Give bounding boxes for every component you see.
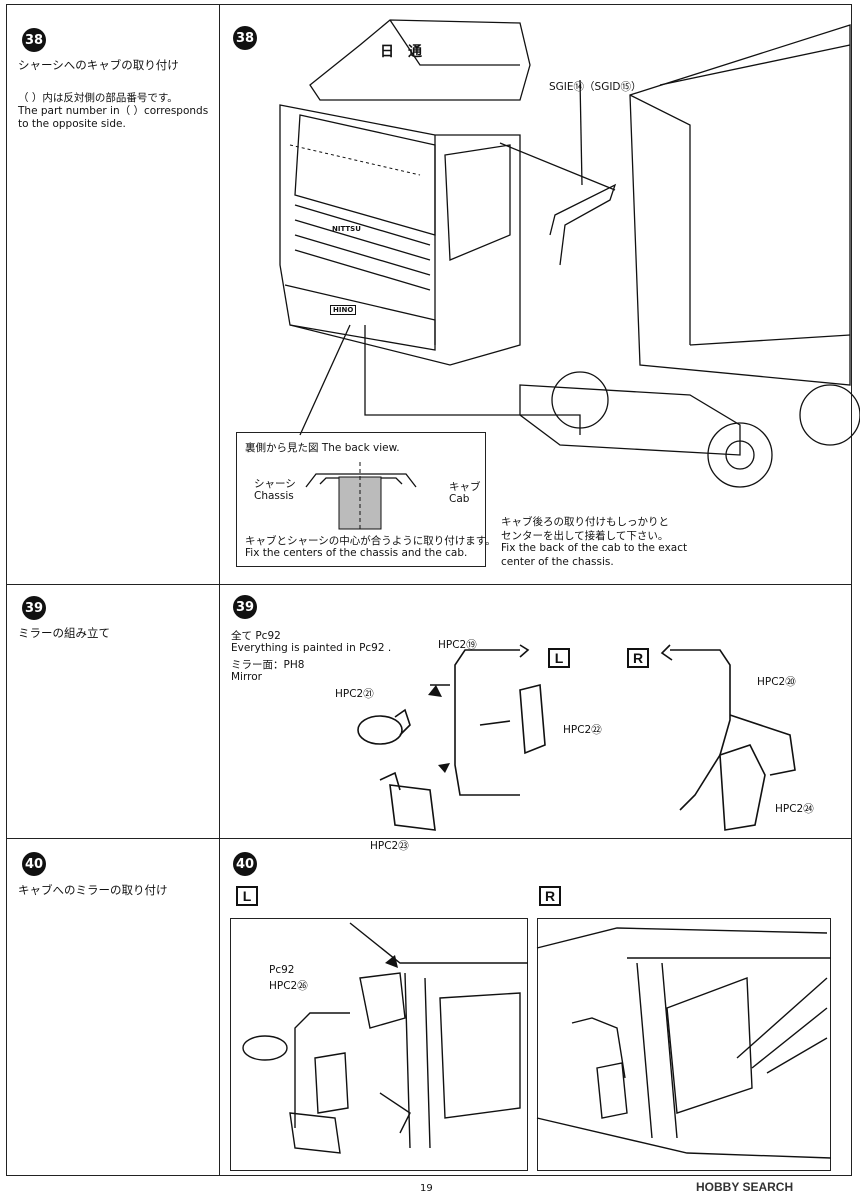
step-40-left-tag: L xyxy=(236,886,258,906)
mirror-note-jp: ミラー面：PH8 xyxy=(231,659,305,671)
watermark: HOBBY SEARCH xyxy=(696,1180,794,1194)
grille-brand: NITTSU xyxy=(332,225,361,233)
part-hpc2-21: HPC2㉑ xyxy=(335,688,374,700)
rear-note-en-2: center of the chassis. xyxy=(501,556,614,568)
step-40-left-inset xyxy=(230,918,528,1171)
cab-roof-text: 日 通 xyxy=(380,44,422,60)
column-divider xyxy=(219,4,220,1176)
rear-note-jp-2: センターを出して接着して下さい。 xyxy=(501,530,669,542)
step-40-paint: Pc92 xyxy=(269,964,295,976)
chassis-label-en: Chassis xyxy=(254,490,294,502)
part-hpc2-24: HPC2㉔ xyxy=(775,803,814,815)
chassis-label-jp: シャーシ xyxy=(254,478,296,490)
part-hpc2-26: HPC2㉖ xyxy=(269,980,308,992)
back-view-inset xyxy=(236,432,486,567)
step-38-note-en-1: The part number in（ ）corresponds xyxy=(18,105,209,117)
step-40-right-tag: R xyxy=(539,886,561,906)
step-40-right-inset xyxy=(537,918,831,1171)
step-38-number: 38 xyxy=(22,28,46,52)
step-39-diagram-number: 39 xyxy=(233,595,257,619)
back-view-caption-en: Fix the centers of the chassis and the c… xyxy=(245,547,468,559)
paint-note-en: Everything is painted in Pc92 . xyxy=(231,642,392,654)
step-39-number: 39 xyxy=(22,596,46,620)
back-view-caption-jp: キャブとシャーシの中心が合うように取り付けます。 xyxy=(245,535,496,547)
page-number: 19 xyxy=(420,1183,433,1194)
step-divider-40 xyxy=(6,838,852,839)
step-divider-39 xyxy=(6,584,852,585)
step-40-number: 40 xyxy=(22,852,46,876)
step-39-title: ミラーの組み立て xyxy=(18,626,110,640)
step-40-title: キャブへのミラーの取り付け xyxy=(18,883,168,897)
part-hpc2-23: HPC2㉓ xyxy=(370,840,409,852)
step-38-title: シャーシへのキャブの取り付け xyxy=(18,58,179,72)
step-38-note-jp: （ ）内は反対側の部品番号です。 xyxy=(18,92,178,104)
paint-note-jp: 全て Pc92 xyxy=(231,630,281,642)
part-hpc2-20: HPC2⑳ xyxy=(757,676,796,688)
mirror-assembly-illustration xyxy=(357,644,796,831)
back-view-title: 裏側から見た図 The back view. xyxy=(245,442,400,454)
step-38-diagram-number: 38 xyxy=(233,26,257,50)
step-39-right-tag: R xyxy=(627,648,649,668)
part-hpc2-19: HPC2⑲ xyxy=(438,639,477,651)
step-38-note-en-2: to the opposite side. xyxy=(18,118,126,130)
step-40-diagram-number: 40 xyxy=(233,852,257,876)
mirror-note-en: Mirror xyxy=(231,671,262,683)
truck-cab-illustration xyxy=(279,19,860,488)
cab-label-en: Cab xyxy=(449,493,470,505)
page-frame xyxy=(6,4,852,1176)
rear-note-en-1: Fix the back of the cab to the exact xyxy=(501,542,688,554)
rear-note-jp-1: キャブ後ろの取り付けもしっかりと xyxy=(501,516,669,528)
right-mirror-mount-illustration xyxy=(536,927,832,1159)
part-hpc2-22: HPC2㉒ xyxy=(563,724,602,736)
back-view-diagram xyxy=(305,462,417,532)
license-plate: HINO xyxy=(330,305,357,315)
step-39-left-tag: L xyxy=(548,648,570,668)
left-mirror-mount-illustration xyxy=(242,922,528,1154)
sgie-part-label: SGIE⑭（SGID⑮） xyxy=(549,81,642,93)
cab-label-jp: キャブ xyxy=(449,481,481,493)
